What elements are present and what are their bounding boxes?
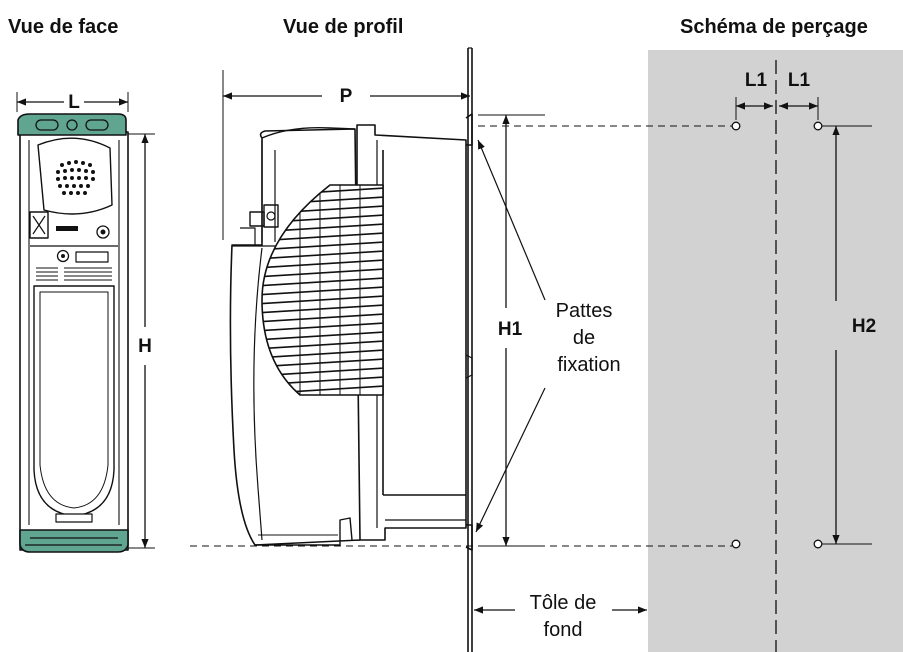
l1-right-label: L1 [788,70,811,91]
drilling-panel [648,50,903,652]
drill-hole [813,121,823,131]
brackets-label-line1: Pattes [556,300,613,322]
drill-hole [813,539,823,549]
drill-hole [731,121,741,131]
drill-hole [731,539,741,549]
height-label: H [138,336,152,357]
title-front-view: Vue de face [8,16,119,38]
h1-label: H1 [498,319,523,340]
brackets-label-line2: de [573,327,595,349]
side-view-device [229,113,473,551]
title-side-view: Vue de profil [283,16,404,38]
plate-label-line2: fond [544,619,583,641]
front-view-device [16,92,155,553]
plate-label-line1: Tôle de [530,592,597,614]
h2-label: H2 [852,316,876,337]
brackets-label-line3: fixation [557,354,620,376]
back-plate [467,47,647,652]
depth-label: P [340,86,353,107]
depth-dimension [222,70,470,240]
front-key-grid [36,267,112,281]
front-speaker-grille [56,160,95,195]
width-label: L [68,92,80,113]
title-drilling-diagram: Schéma de perçage [680,16,868,38]
h1-dimension [475,114,546,547]
l1-left-label: L1 [745,70,768,91]
